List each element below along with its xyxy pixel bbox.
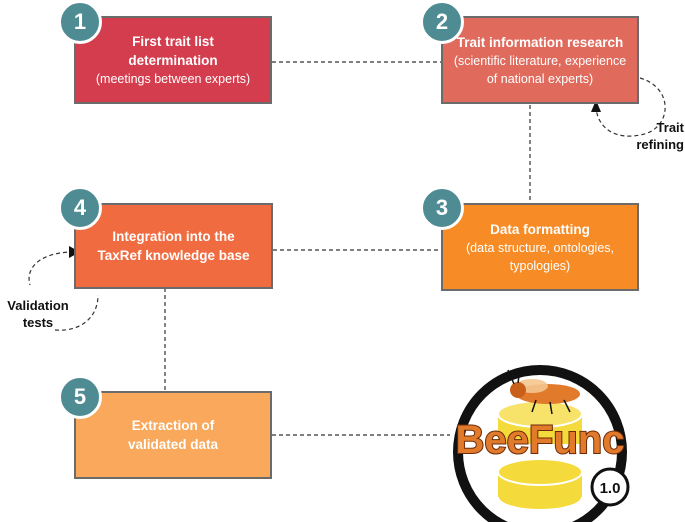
step-1-box: First trait list determination (meetings… [74,16,272,104]
step-3-box: Data formatting (data structure, ontolog… [441,203,639,291]
beefunc-logo: BeeFunc 1.0 [453,365,630,522]
validation-loop [28,251,99,331]
step-1-badge: 1 [58,0,102,44]
step-4-box: Integration into the TaxRef knowledge ba… [74,203,273,289]
step-3-subtitle: (data structure, ontologies, typologies) [466,240,614,273]
validation-tests-label: Validation tests [7,298,69,330]
step-2-title: Trait information research [456,34,624,50]
step-3-badge: 3 [420,186,464,230]
step-1-subtitle: (meetings between experts) [95,72,251,86]
step-2-box: Trait information research (scientific l… [441,16,639,104]
step-5-title: Extraction of validated data [127,418,219,452]
trait-refining-loop [595,77,666,137]
step-5-box: Extraction of validated data [74,391,272,479]
step-3-title: Data formatting [490,221,590,237]
logo-version: 1.0 [600,480,621,497]
step-4-badge: 4 [58,186,102,230]
step-2-badge: 2 [420,0,464,44]
bee-icon [507,367,580,415]
trait-refining-label: Trait refining [636,120,684,152]
step-2-subtitle: (scientific literature, experience of na… [453,53,627,86]
step-4-title: Integration into the TaxRef knowledge ba… [97,229,250,263]
logo-name: BeeFunc [456,418,625,462]
honey-stack-icon [497,400,583,511]
refining-arrowhead [591,100,601,112]
step-5-badge: 5 [58,375,102,419]
step-1-title: First trait list determination [128,34,218,68]
